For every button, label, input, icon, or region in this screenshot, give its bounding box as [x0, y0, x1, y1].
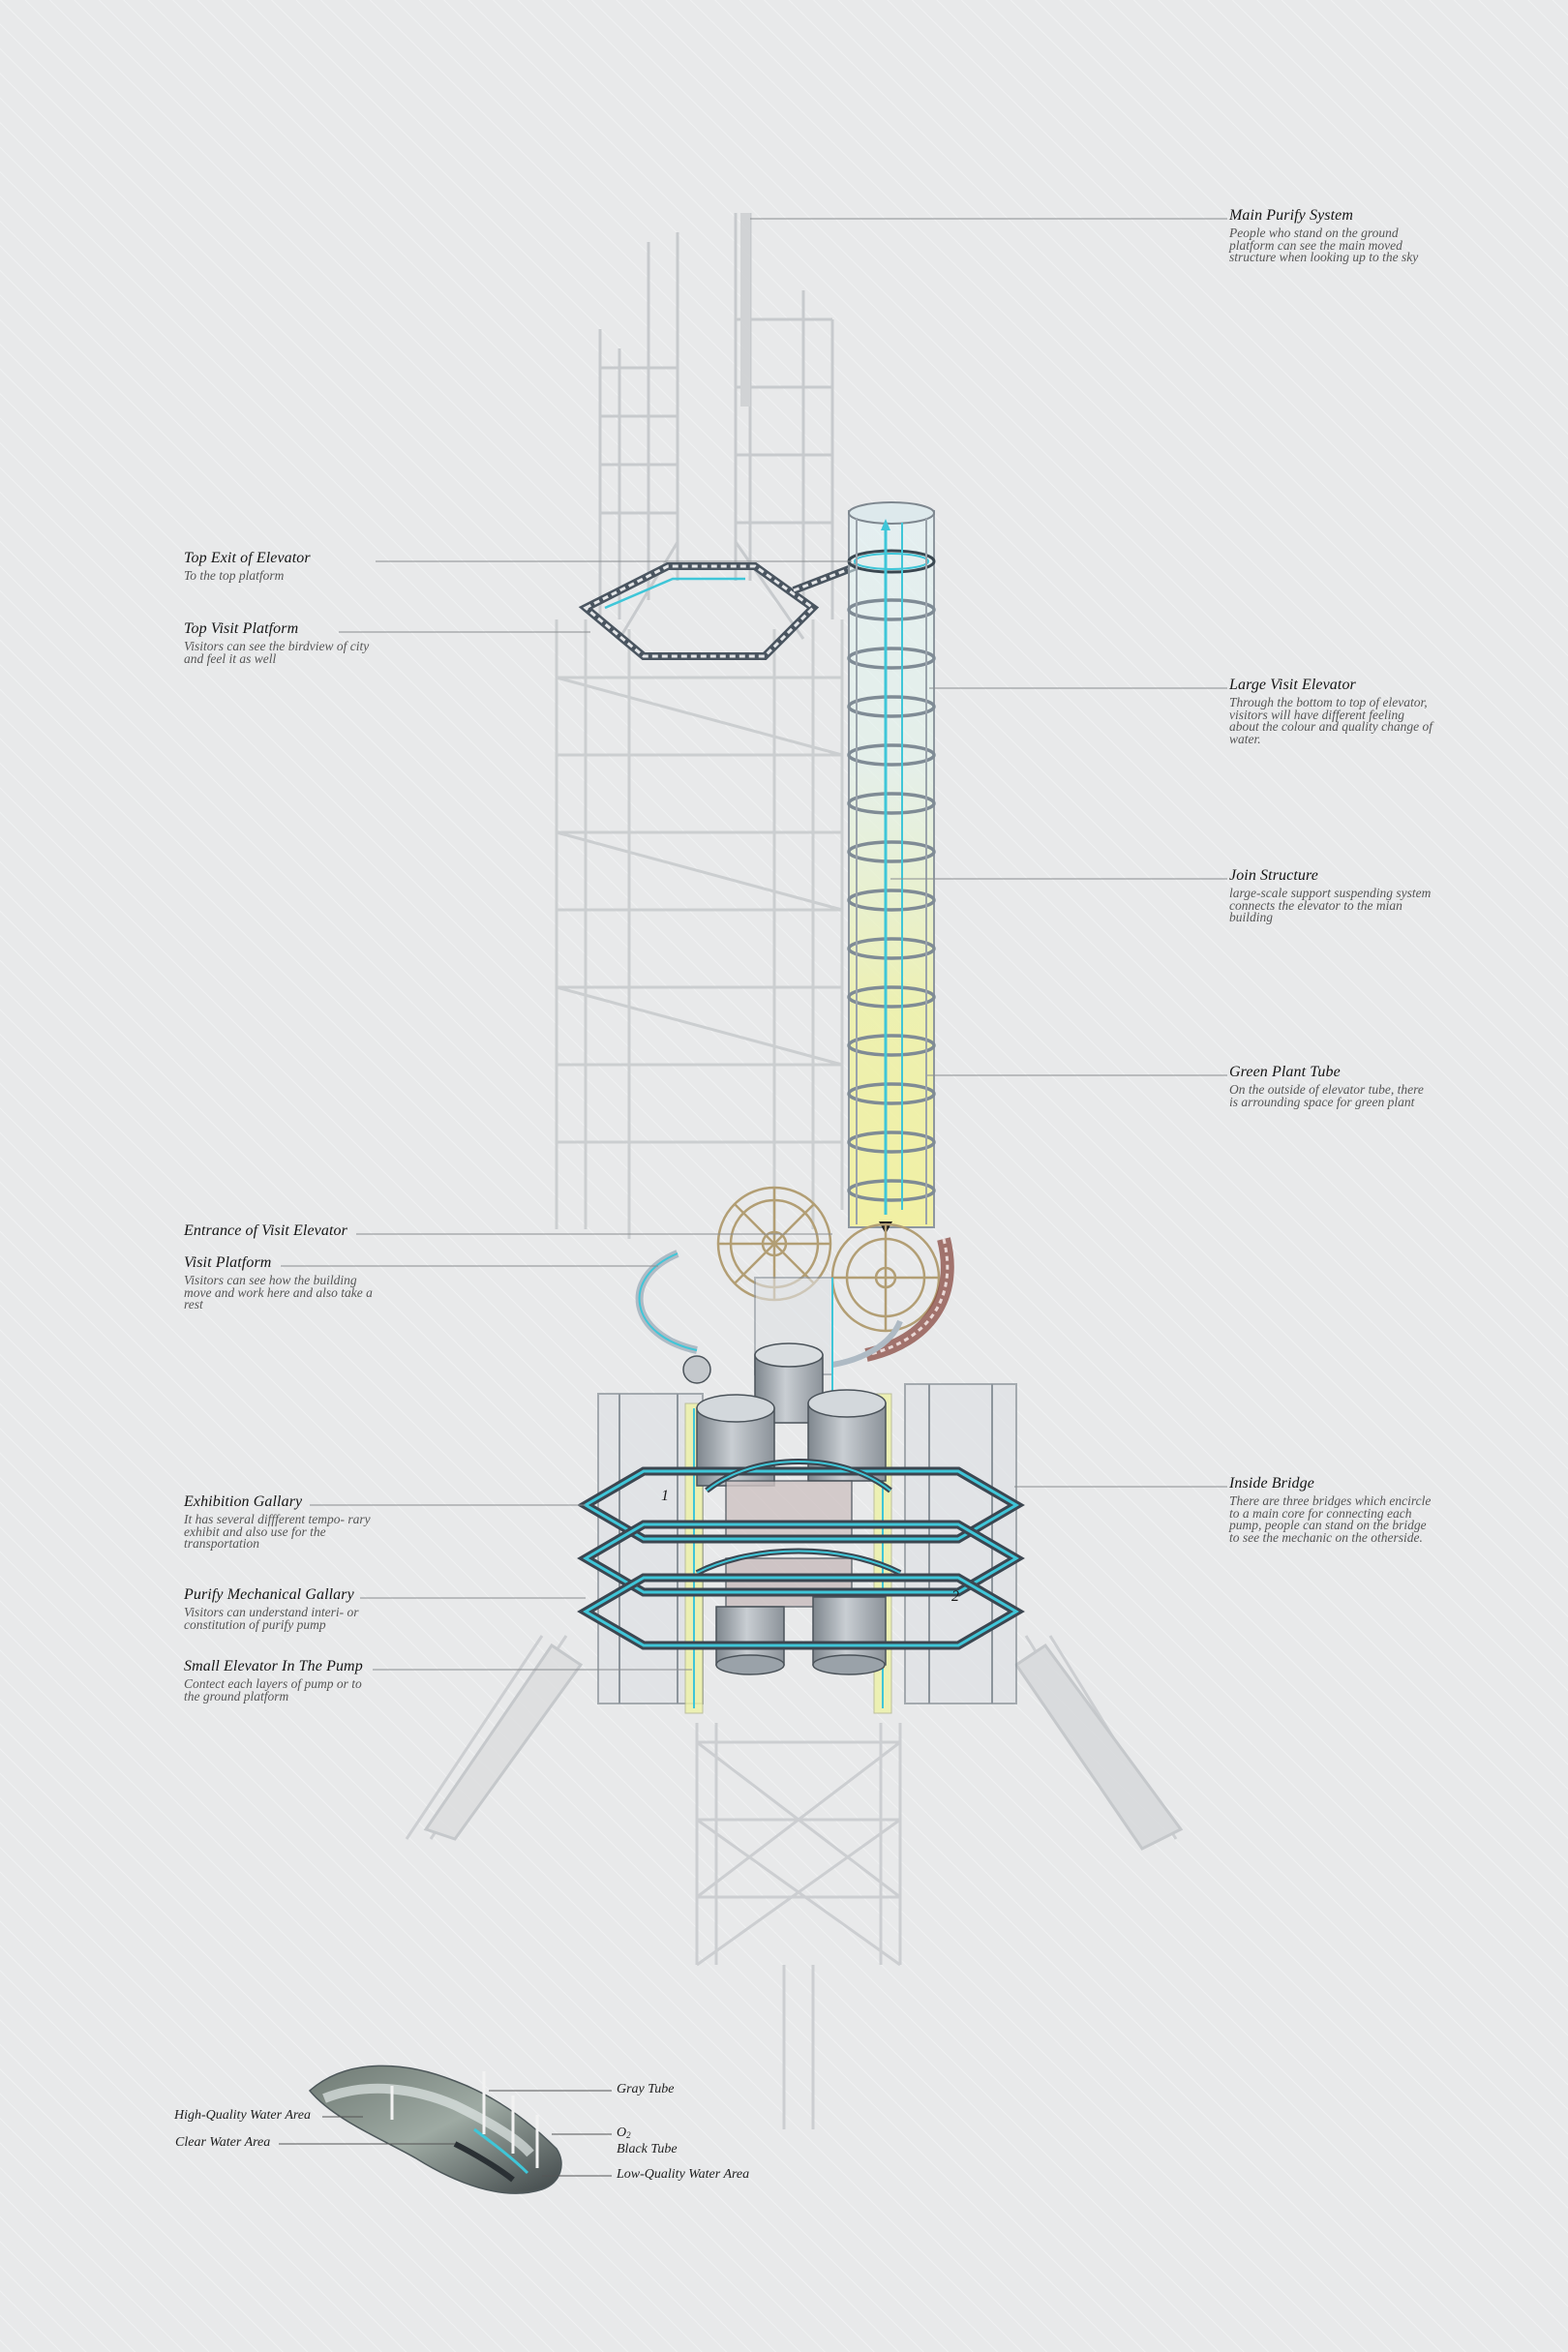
annotation-title: Small Elevator In The Pump — [184, 1658, 363, 1674]
annotation-small-elevator-in-the-pump: Small Elevator In The Pump Contect each … — [184, 1658, 377, 1703]
annotation-purify-mechanical-gallary: Purify Mechanical Gallary Visitors can u… — [184, 1586, 377, 1631]
annotation-title: Entrance of Visit Elevator — [184, 1222, 347, 1239]
annotation-title: Join Structure — [1229, 867, 1318, 884]
annotation-desc: Through the bottom to top of elevator, v… — [1229, 695, 1432, 746]
annotation-title: Large Visit Elevator — [1229, 677, 1356, 693]
annotation-main-purify-system: Main Purify System People who stand on t… — [1229, 207, 1432, 264]
annotation-desc: Visitors can see how the building move a… — [184, 1273, 373, 1312]
annotation-desc: Contect each layers of pump or to the gr… — [184, 1676, 362, 1704]
annotation-title: Exhibition Gallary — [184, 1493, 303, 1510]
annotation-desc: There are three bridges which encircle t… — [1229, 1493, 1432, 1545]
tower-lattice — [555, 619, 844, 1239]
inset-label-gray-tube: Gray Tube — [617, 2082, 675, 2096]
annotation-inside-bridge: Inside Bridge There are three bridges wh… — [1229, 1475, 1432, 1544]
upper-frame-structure — [598, 213, 834, 640]
annotation-top-exit-of-elevator: Top Exit of Elevator To the top platform — [184, 550, 377, 583]
lower-tower-structure — [405, 1635, 1184, 2129]
inset-label-o2: O2 — [617, 2126, 631, 2141]
annotation-title: Top Visit Platform — [184, 620, 299, 637]
inset-label-black-tube: Black Tube — [617, 2142, 678, 2156]
annotation-join-structure: Join Structure large-scale support suspe… — [1229, 867, 1432, 924]
gear-mechanism — [716, 1186, 941, 1333]
annotation-green-plant-tube: Green Plant Tube On the outside of eleva… — [1229, 1064, 1432, 1108]
annotation-title: Main Purify System — [1229, 207, 1353, 224]
bridge-marker-2: 2 — [951, 1588, 959, 1605]
inset-leader-lines — [279, 2090, 612, 2177]
visit-platform-ring — [635, 1237, 954, 1368]
hexagonal-bridges — [577, 1459, 1025, 1650]
o2-letter: O — [617, 2126, 627, 2140]
annotation-top-visit-platform: Top Visit Platform Visitors can see the … — [184, 620, 377, 665]
inset-label-low-quality-water: Low-Quality Water Area — [617, 2167, 750, 2182]
annotation-desc: People who stand on the ground platform … — [1229, 226, 1419, 265]
annotation-desc: large-scale support suspending system co… — [1229, 886, 1432, 925]
annotation-desc: On the outside of elevator tube, there i… — [1229, 1082, 1424, 1109]
water-inset-terrain — [308, 2065, 562, 2194]
annotation-large-visit-elevator: Large Visit Elevator Through the bottom … — [1229, 677, 1432, 745]
annotation-title: Top Exit of Elevator — [184, 550, 311, 566]
annotation-entrance-of-visit-elevator: Entrance of Visit Elevator — [184, 1222, 377, 1240]
large-visit-elevator — [847, 501, 936, 1234]
top-visit-platform — [578, 562, 859, 660]
annotation-title: Inside Bridge — [1229, 1475, 1314, 1492]
annotation-visit-platform: Visit Platform Visitors can see how the … — [184, 1254, 377, 1312]
annotation-desc: To the top platform — [184, 568, 285, 583]
o2-subscript: 2 — [626, 2130, 631, 2140]
bridge-marker-1: 1 — [661, 1488, 669, 1504]
inset-label-high-quality-water: High-Quality Water Area — [174, 2108, 312, 2123]
annotation-title: Green Plant Tube — [1229, 1064, 1341, 1080]
leader-lines — [281, 218, 1227, 1671]
annotation-title: Purify Mechanical Gallary — [184, 1586, 354, 1603]
annotation-desc: Visitors can see the birdview of city an… — [184, 639, 370, 666]
annotation-exhibition-gallary: Exhibition Gallary It has several difffe… — [184, 1493, 377, 1551]
annotation-desc: It has several diffferent tempo- rary ex… — [184, 1512, 371, 1552]
annotation-title: Visit Platform — [184, 1254, 272, 1271]
inset-label-clear-water: Clear Water Area — [175, 2135, 271, 2150]
annotation-desc: Visitors can understand interi- or const… — [184, 1605, 359, 1632]
